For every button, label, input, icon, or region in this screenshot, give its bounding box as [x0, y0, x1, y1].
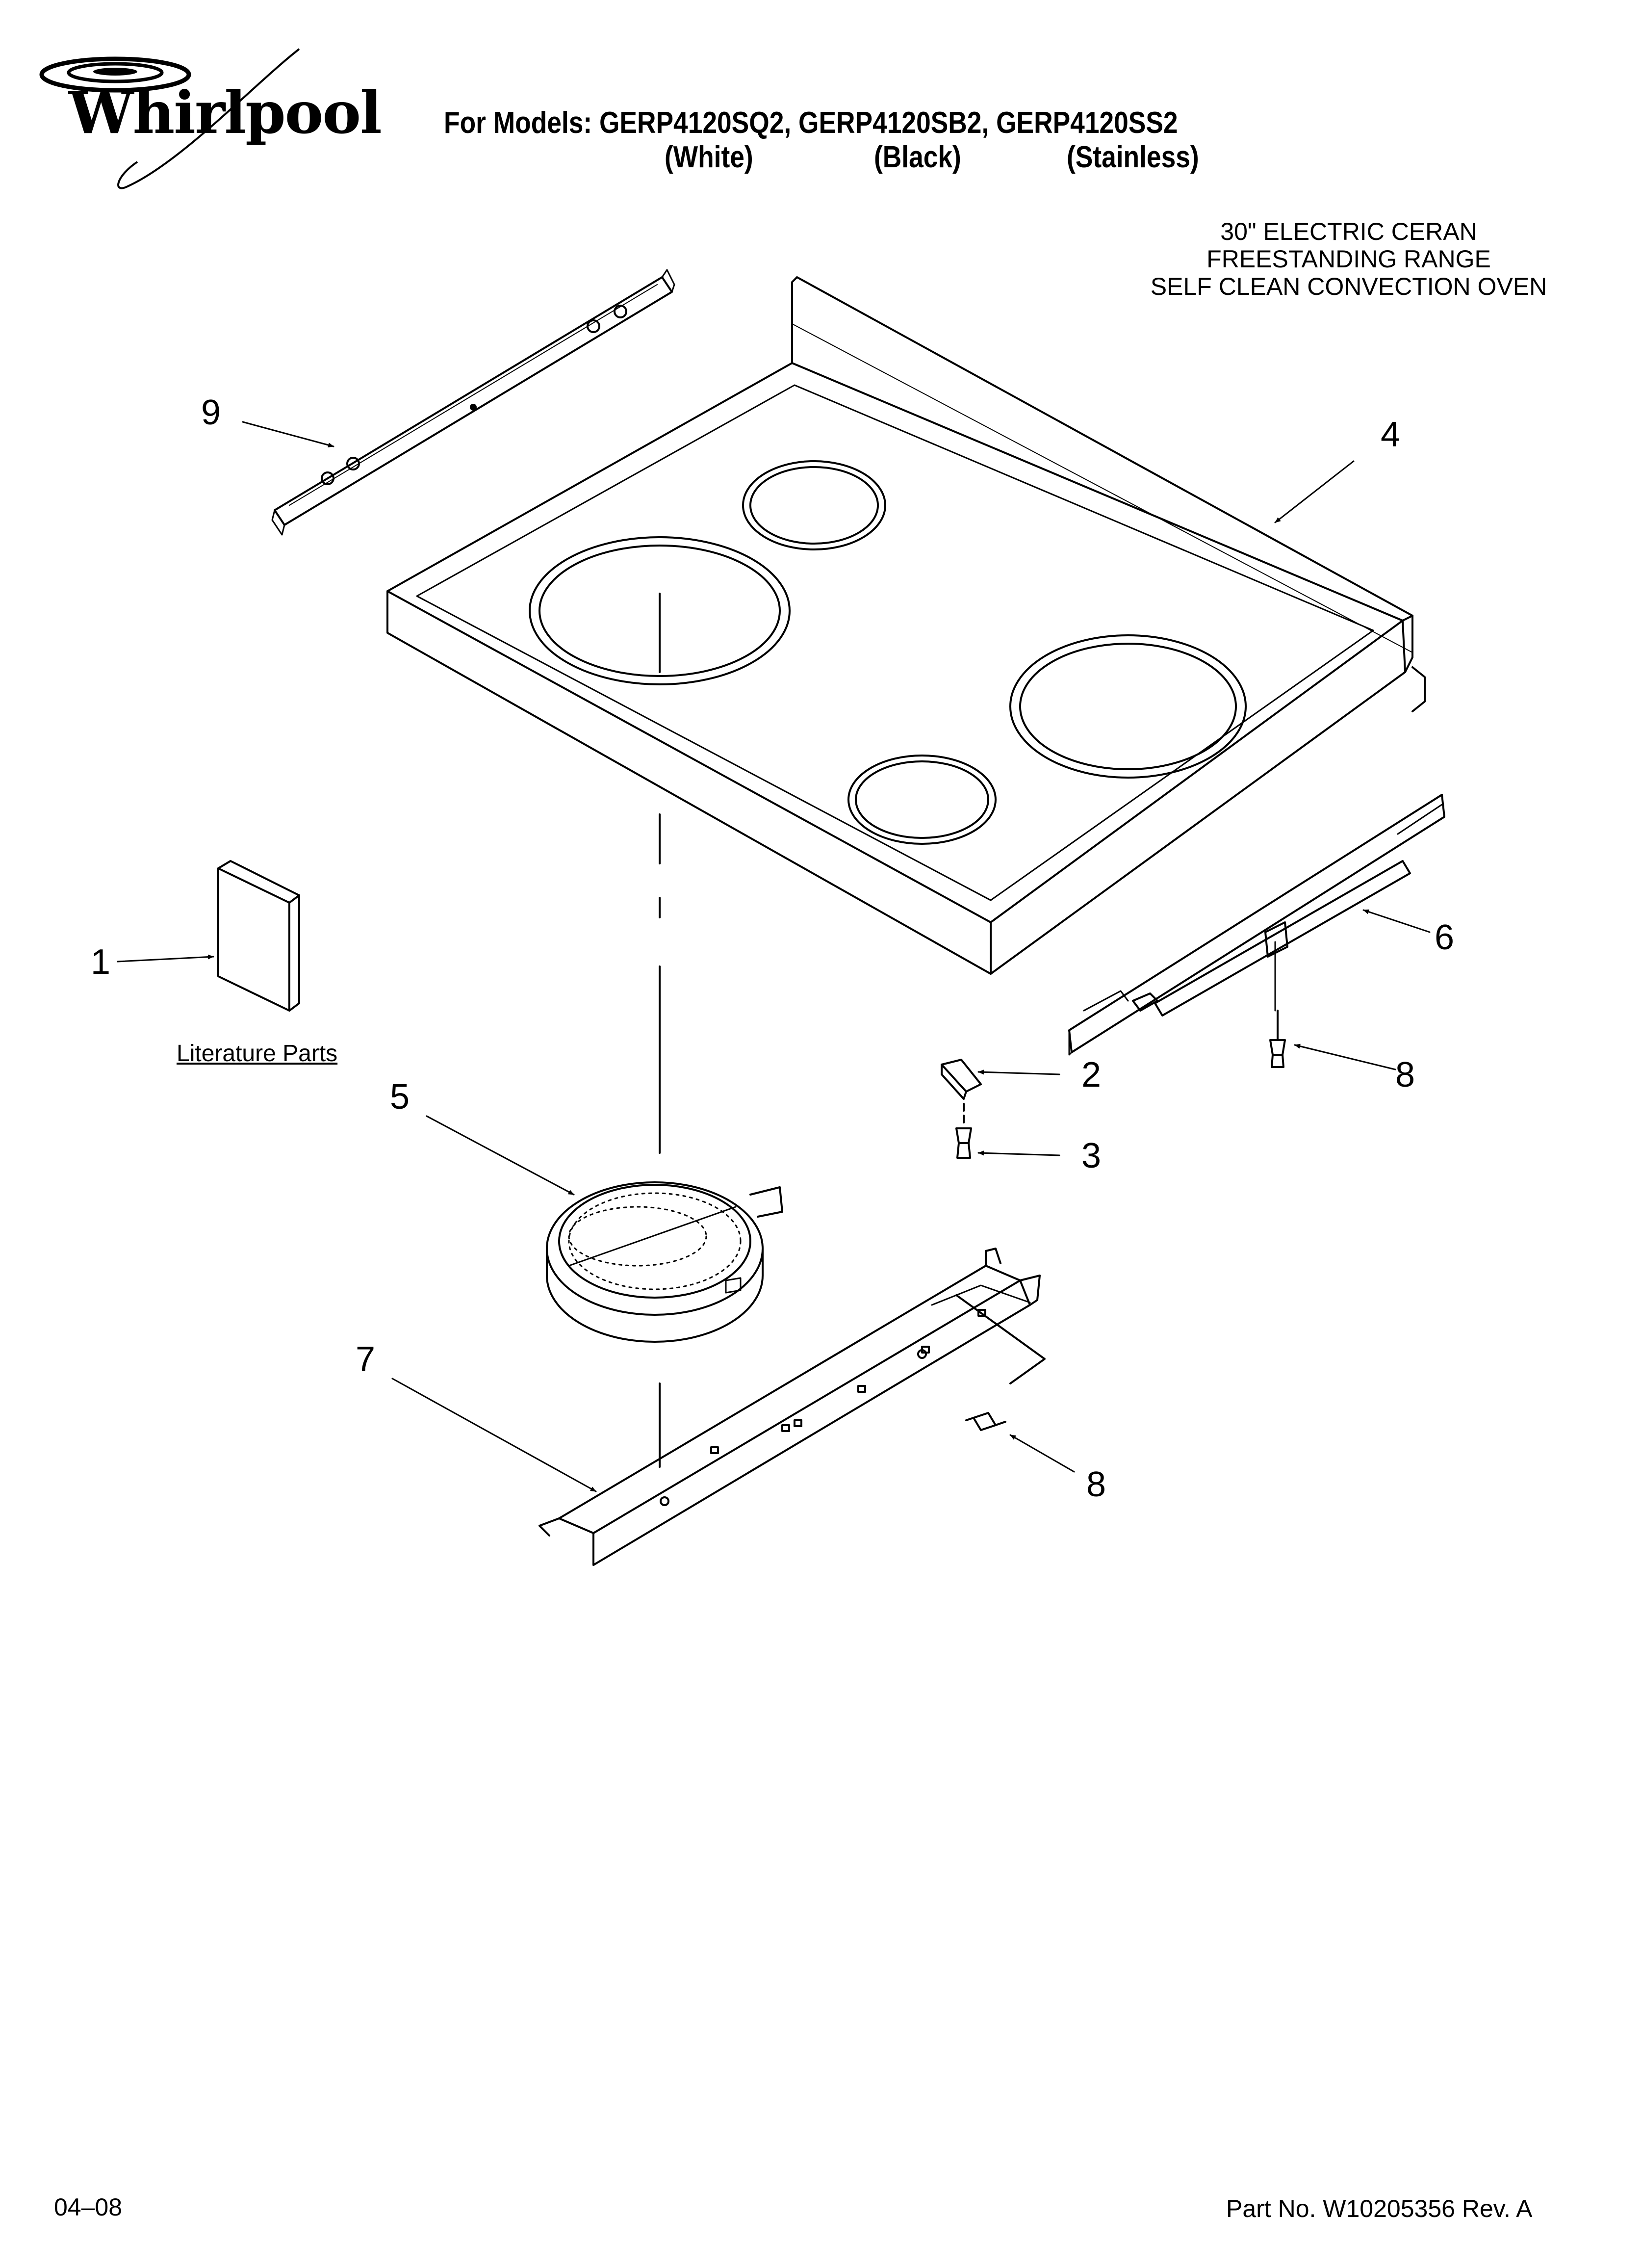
description-line: SELF CLEAN CONVECTION OVEN — [1150, 273, 1547, 300]
callout-7: 7 — [356, 1340, 376, 1379]
callout-3: 3 — [1081, 1136, 1102, 1175]
callout-1: 1 — [91, 942, 111, 982]
callout-6: 6 — [1435, 918, 1455, 957]
leader-3 — [977, 1150, 1060, 1156]
callout-8-upper: 8 — [1395, 1055, 1415, 1095]
footer-part-number: Part No. W10205356 Rev. A — [1226, 2195, 1533, 2222]
rear-bracket-part-9 — [271, 269, 675, 536]
literature-parts-label: Literature Parts — [177, 1041, 338, 1067]
color-white: (White) — [665, 140, 753, 174]
callout-4: 4 — [1381, 415, 1401, 454]
callout-9: 9 — [201, 393, 221, 432]
leader-7 — [391, 1378, 597, 1492]
clip-part-2 — [941, 1059, 982, 1100]
color-black: (Black) — [874, 140, 961, 174]
callout-5: 5 — [390, 1077, 410, 1117]
screw-part-3 — [955, 1127, 972, 1159]
leader-5 — [426, 1115, 575, 1196]
front-bracket-part-6 — [1068, 794, 1445, 1056]
description-line: FREESTANDING RANGE — [1206, 245, 1491, 273]
leader-1 — [117, 954, 214, 963]
literature-parts-part-1 — [217, 860, 300, 1012]
footer-date: 04–08 — [54, 2193, 123, 2221]
leader-6 — [1362, 909, 1431, 933]
cooktop-glass-part-4 — [386, 276, 1426, 975]
models-line: For Models: GERP4120SQ2, GERP4120SB2, GE… — [444, 106, 1178, 140]
leader-8-upper — [1294, 1043, 1396, 1070]
screw-part-8-lower — [965, 1412, 1006, 1431]
leader-8-lower — [1009, 1434, 1075, 1473]
whirlpool-swirl-icon — [39, 48, 300, 189]
product-description: 30" ELECTRIC CERAN FREESTANDING RANGE SE… — [1128, 218, 1569, 300]
screw-part-8-upper — [1269, 1010, 1286, 1068]
leader-4 — [1274, 460, 1355, 523]
leader-9 — [242, 421, 334, 447]
callout-2: 2 — [1081, 1055, 1102, 1095]
radiant-element-part-5 — [546, 1181, 783, 1343]
lower-bracket-part-7 — [539, 1248, 1041, 1566]
color-stainless: (Stainless) — [1067, 140, 1199, 174]
brand-wordmark: Whirlpool — [69, 78, 382, 147]
brand-logo: Whirlpool — [25, 44, 382, 206]
leader-2 — [977, 1069, 1060, 1075]
callout-8-lower: 8 — [1086, 1465, 1106, 1504]
screw-leader-line — [955, 1294, 1046, 1384]
description-line: 30" ELECTRIC CERAN — [1220, 218, 1477, 245]
